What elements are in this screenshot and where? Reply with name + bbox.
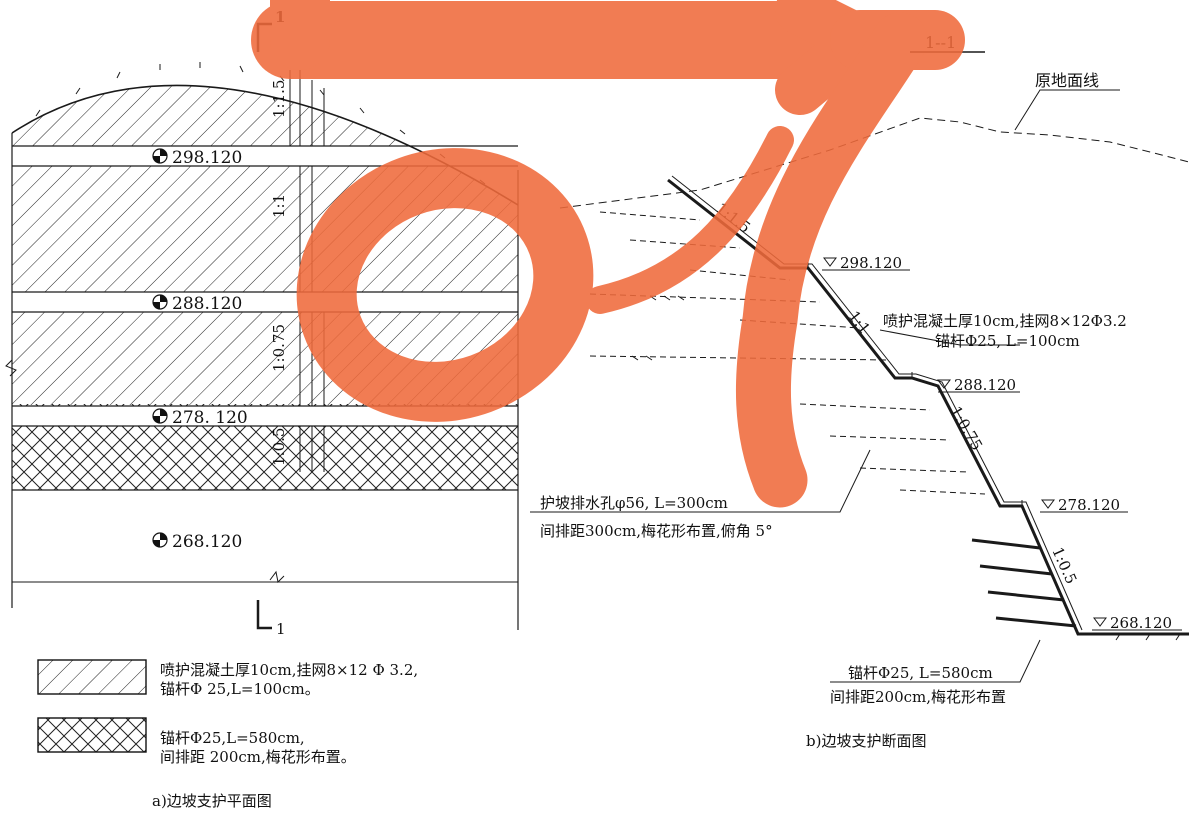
- orange-stamp-logo: [251, 0, 965, 508]
- section-elevation-278: 278.120: [1058, 496, 1120, 514]
- plan-slope-1: 1:1.5: [270, 80, 288, 118]
- note-drain-line2: 间排距300cm,梅花形布置,俯角 5°: [540, 522, 773, 540]
- legend-crosshatch-line1: 锚杆Φ25,L=580cm,: [160, 729, 305, 747]
- section-cut-mark-bottom: [256, 600, 272, 630]
- plan-elevation-288: 288.120: [172, 294, 242, 314]
- plan-view: [5, 22, 519, 630]
- plan-benchmark-icons: [152, 148, 168, 548]
- legend-hatch-line1: 喷护混凝土厚10cm,挂网8×12 Φ 3.2,: [160, 661, 418, 679]
- section-cut-number-bottom: 1: [276, 620, 286, 638]
- plan-slope-2: 1:1: [270, 194, 288, 218]
- section-slope-3: 1:0.75: [947, 403, 987, 454]
- legend-crosshatch-line2: 间排距 200cm,梅花形布置。: [160, 748, 356, 766]
- note-anchor-line2: 间排距200cm,梅花形布置: [830, 688, 1006, 706]
- legend-hatch-swatch: [37, 659, 147, 695]
- note-anchor-line1: 锚杆Φ25, L=580cm: [848, 664, 993, 682]
- plan-caption: a)边坡支护平面图: [152, 792, 272, 810]
- section-elevation-268: 268.120: [1110, 614, 1172, 632]
- note-drain-line1: 护坡排水孔φ56, L=300cm: [540, 494, 728, 512]
- section-elevation-288: 288.120: [954, 376, 1016, 394]
- legend: 喷护混凝土厚10cm,挂网8×12 Φ 3.2, 锚杆Φ 25,L=100cm。…: [37, 659, 418, 766]
- plan-elevation-298: 298.120: [172, 148, 242, 168]
- long-anchors: [971, 538, 1077, 628]
- section-caption: b)边坡支护断面图: [806, 732, 926, 750]
- legend-hatch-line2: 锚杆Φ 25,L=100cm。: [160, 680, 320, 698]
- legend-crosshatch-swatch: [37, 717, 147, 753]
- ground-line-label: 原地面线: [1035, 71, 1099, 90]
- section-elevation-298: 298.120: [840, 254, 902, 272]
- note-shotcrete-line1: 喷护混凝土厚10cm,挂网8×12Φ3.2: [883, 312, 1127, 330]
- plan-slope-3: 1:0.75: [270, 324, 288, 372]
- plan-elevation-268: 268.120: [172, 532, 242, 552]
- note-shotcrete-line2: 锚杆Φ25, L=100cm: [935, 332, 1080, 350]
- plan-slope-4: 1:0.5: [270, 428, 288, 466]
- plan-elevation-278: 278. 120: [172, 408, 248, 428]
- section-slope-2: 1:1: [845, 307, 874, 337]
- original-ground-line: [559, 117, 1189, 209]
